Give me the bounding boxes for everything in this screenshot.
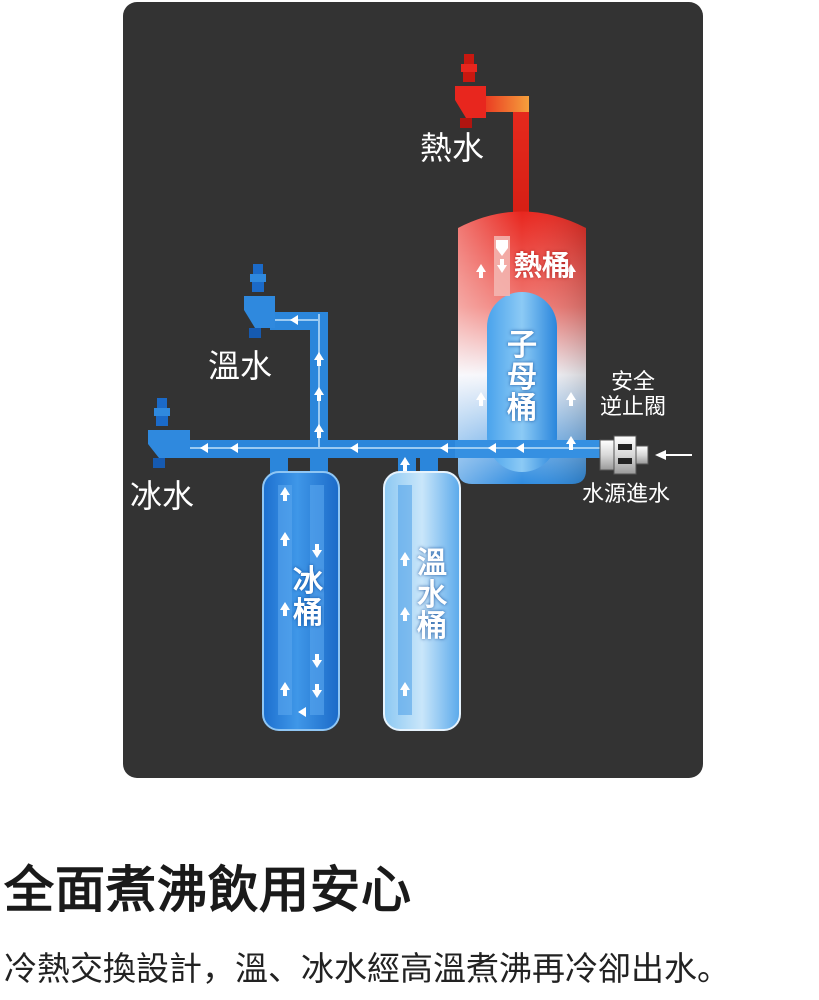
water-inlet-label: 水源進水 (582, 482, 671, 507)
safety-valve-icon (599, 435, 649, 475)
warm-water-label: 溫水 (208, 347, 273, 385)
ice-water-label: 冰水 (130, 477, 195, 515)
ice-tank-label: 冰桶 (293, 564, 323, 631)
hot-water-label: 熱水 (420, 129, 485, 167)
hot-water-outlet (455, 54, 529, 246)
water-system-diagram (148, 54, 692, 731)
hot-tank-label: 熱桶 (514, 249, 571, 282)
ice-tank (262, 471, 340, 731)
hot-faucet-icon (455, 54, 486, 128)
flow-arrows (200, 259, 576, 717)
page-title: 全面煮沸飲用安心 (4, 861, 412, 919)
inlet-arrow-icon (655, 450, 692, 460)
warm-tank-label: 溫水桶 (417, 546, 447, 644)
sub-tank-label: 子母桶 (507, 328, 537, 426)
warm-faucet-icon (244, 264, 275, 338)
ice-faucet-icon (148, 398, 190, 468)
sub-tank (487, 292, 557, 472)
page-description: 冷熱交換設計，溫、冰水經高溫煮沸再冷卻出水。 (4, 949, 730, 988)
safety-valve-label: 安全 逆止閥 (600, 370, 667, 421)
warm-tank (383, 471, 461, 731)
